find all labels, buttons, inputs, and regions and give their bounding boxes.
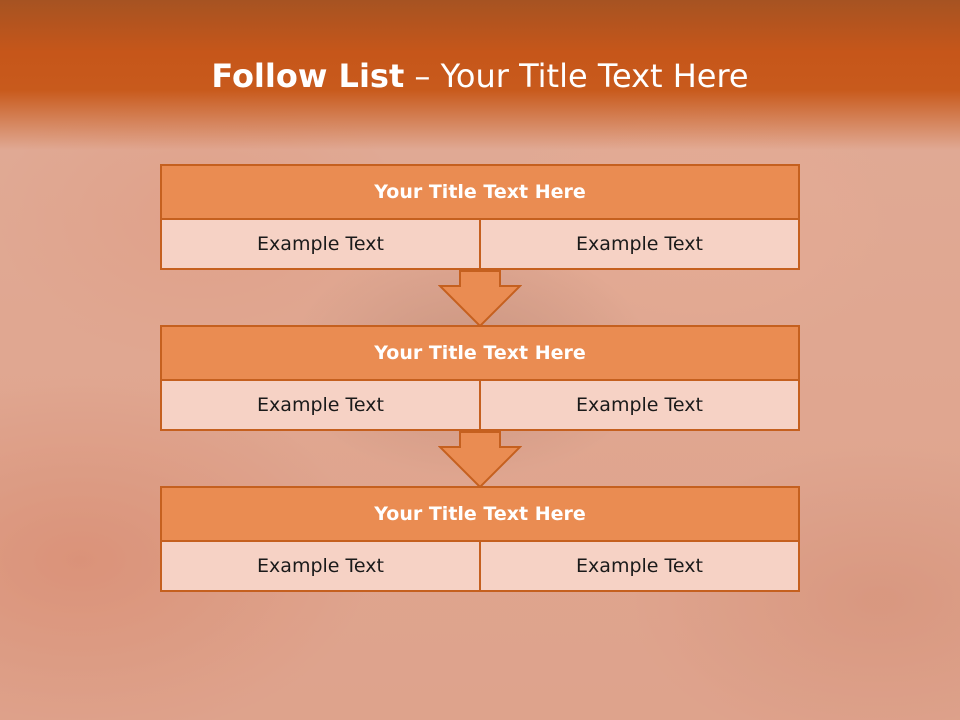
block-title: Your Title Text Here xyxy=(160,486,800,542)
flow-block-1: Your Title Text Here Example Text Exampl… xyxy=(160,164,800,270)
down-arrow-icon xyxy=(438,270,522,328)
slide-title-rest: – Your Title Text Here xyxy=(404,57,749,95)
block-row: Example Text Example Text xyxy=(160,220,800,270)
block-title: Your Title Text Here xyxy=(160,164,800,220)
header-band xyxy=(0,0,960,150)
flow-block-2: Your Title Text Here Example Text Exampl… xyxy=(160,325,800,431)
block-row: Example Text Example Text xyxy=(160,381,800,431)
block-cell-left: Example Text xyxy=(160,381,481,431)
down-arrow-icon xyxy=(438,431,522,489)
block-cell-right: Example Text xyxy=(481,381,800,431)
block-cell-right: Example Text xyxy=(481,542,800,592)
flow-block-3: Your Title Text Here Example Text Exampl… xyxy=(160,486,800,592)
block-cell-left: Example Text xyxy=(160,220,481,270)
slide-title-bold: Follow List xyxy=(211,57,405,95)
block-row: Example Text Example Text xyxy=(160,542,800,592)
block-cell-left: Example Text xyxy=(160,542,481,592)
block-title: Your Title Text Here xyxy=(160,325,800,381)
block-cell-right: Example Text xyxy=(481,220,800,270)
slide-title: Follow List – Your Title Text Here xyxy=(0,56,960,96)
